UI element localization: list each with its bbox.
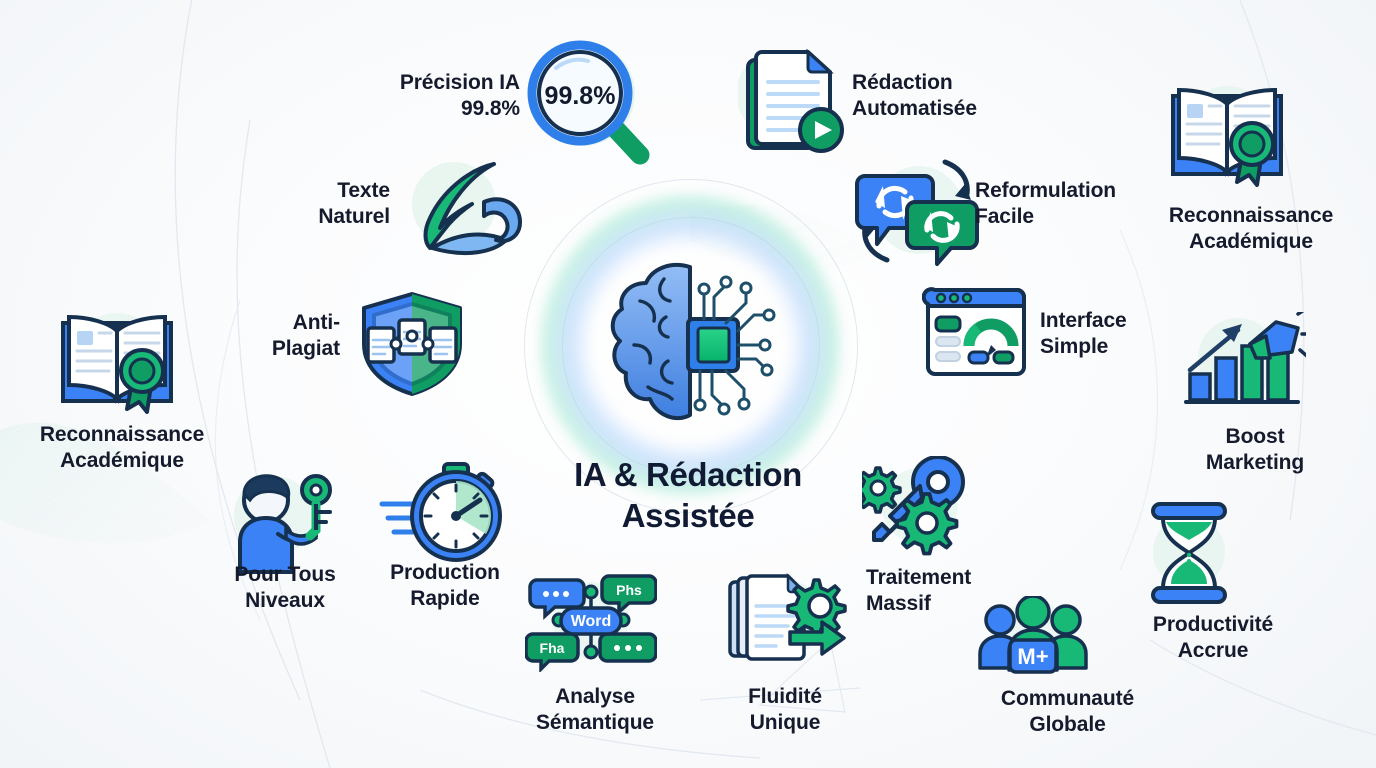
label-boost-marketing: Boost Marketing xyxy=(1205,425,1305,475)
node-label-phs: Phs xyxy=(616,582,642,598)
gear-icon-bottom xyxy=(895,492,959,556)
key-gears-icon xyxy=(862,456,980,560)
gear-icon-small-top xyxy=(862,466,902,514)
feather-wave-icon xyxy=(398,156,526,266)
semantic-graph-icon: Phs Fha Word xyxy=(525,572,657,672)
center-hub xyxy=(524,179,858,513)
award-ribbon-icon xyxy=(1229,121,1275,187)
key-icon xyxy=(300,474,332,541)
label-precision-ia: Précision IA 99.8% xyxy=(399,71,520,121)
label-redaction-automatisee: Rédaction Automatisée xyxy=(852,71,977,121)
gear-icon xyxy=(786,578,847,639)
award-ribbon-icon xyxy=(119,348,165,414)
book-award-icon-left xyxy=(55,305,185,420)
node-label-fha: Fha xyxy=(540,640,565,656)
label-traitement-massif: Traitement Massif xyxy=(866,566,972,616)
label-anti-plagiat: Anti- Plagiat xyxy=(271,311,340,361)
node-label-word: Word xyxy=(571,613,612,630)
documents-gear-arrow-icon xyxy=(726,570,848,672)
label-communaute-globale: Communauté Globale xyxy=(1000,687,1135,737)
shield-documents-icon xyxy=(352,288,472,398)
label-fluidite-unique: Fluidité Unique xyxy=(748,685,822,735)
label-reconnaissance-academique-left: Reconnaissance Académique xyxy=(39,423,205,473)
label-interface-simple: Interface Simple xyxy=(1040,309,1127,359)
community-badge-value: M+ xyxy=(1017,644,1048,669)
label-analyse-semantique: Analyse Sémantique xyxy=(535,685,655,735)
page-title: IA & Rédaction Assistée xyxy=(574,456,802,534)
precision-badge-value: 99.8% xyxy=(545,82,616,110)
dashboard-window-icon xyxy=(922,284,1030,380)
hub-ring-inner xyxy=(562,217,820,475)
people-group-icon: M+ xyxy=(978,596,1088,678)
brain-circuit-icon xyxy=(610,263,776,421)
bars-megaphone-icon xyxy=(1180,312,1306,412)
label-reconnaissance-academique-right: Reconnaissance Académique xyxy=(1168,204,1334,254)
label-reformulation-facile: Reformulation Facile xyxy=(975,179,1117,229)
book-award-icon-right xyxy=(1165,78,1295,193)
stopwatch-icon xyxy=(378,462,506,566)
document-play-icon xyxy=(738,42,850,162)
chat-refresh-icon xyxy=(843,148,993,276)
label-pour-tous-niveaux: Pour Tous Niveaux xyxy=(234,563,336,613)
label-production-rapide: Production Rapide xyxy=(390,561,500,611)
hub-ring-outer xyxy=(524,179,858,513)
label-productivite-accrue: Productivité Accrue xyxy=(1152,613,1274,663)
hourglass-icon xyxy=(1143,500,1235,606)
magnifier-icon: 99.8% xyxy=(520,38,650,173)
person-key-icon xyxy=(222,468,340,574)
label-texte-naturel: Texte Naturel xyxy=(318,179,390,229)
